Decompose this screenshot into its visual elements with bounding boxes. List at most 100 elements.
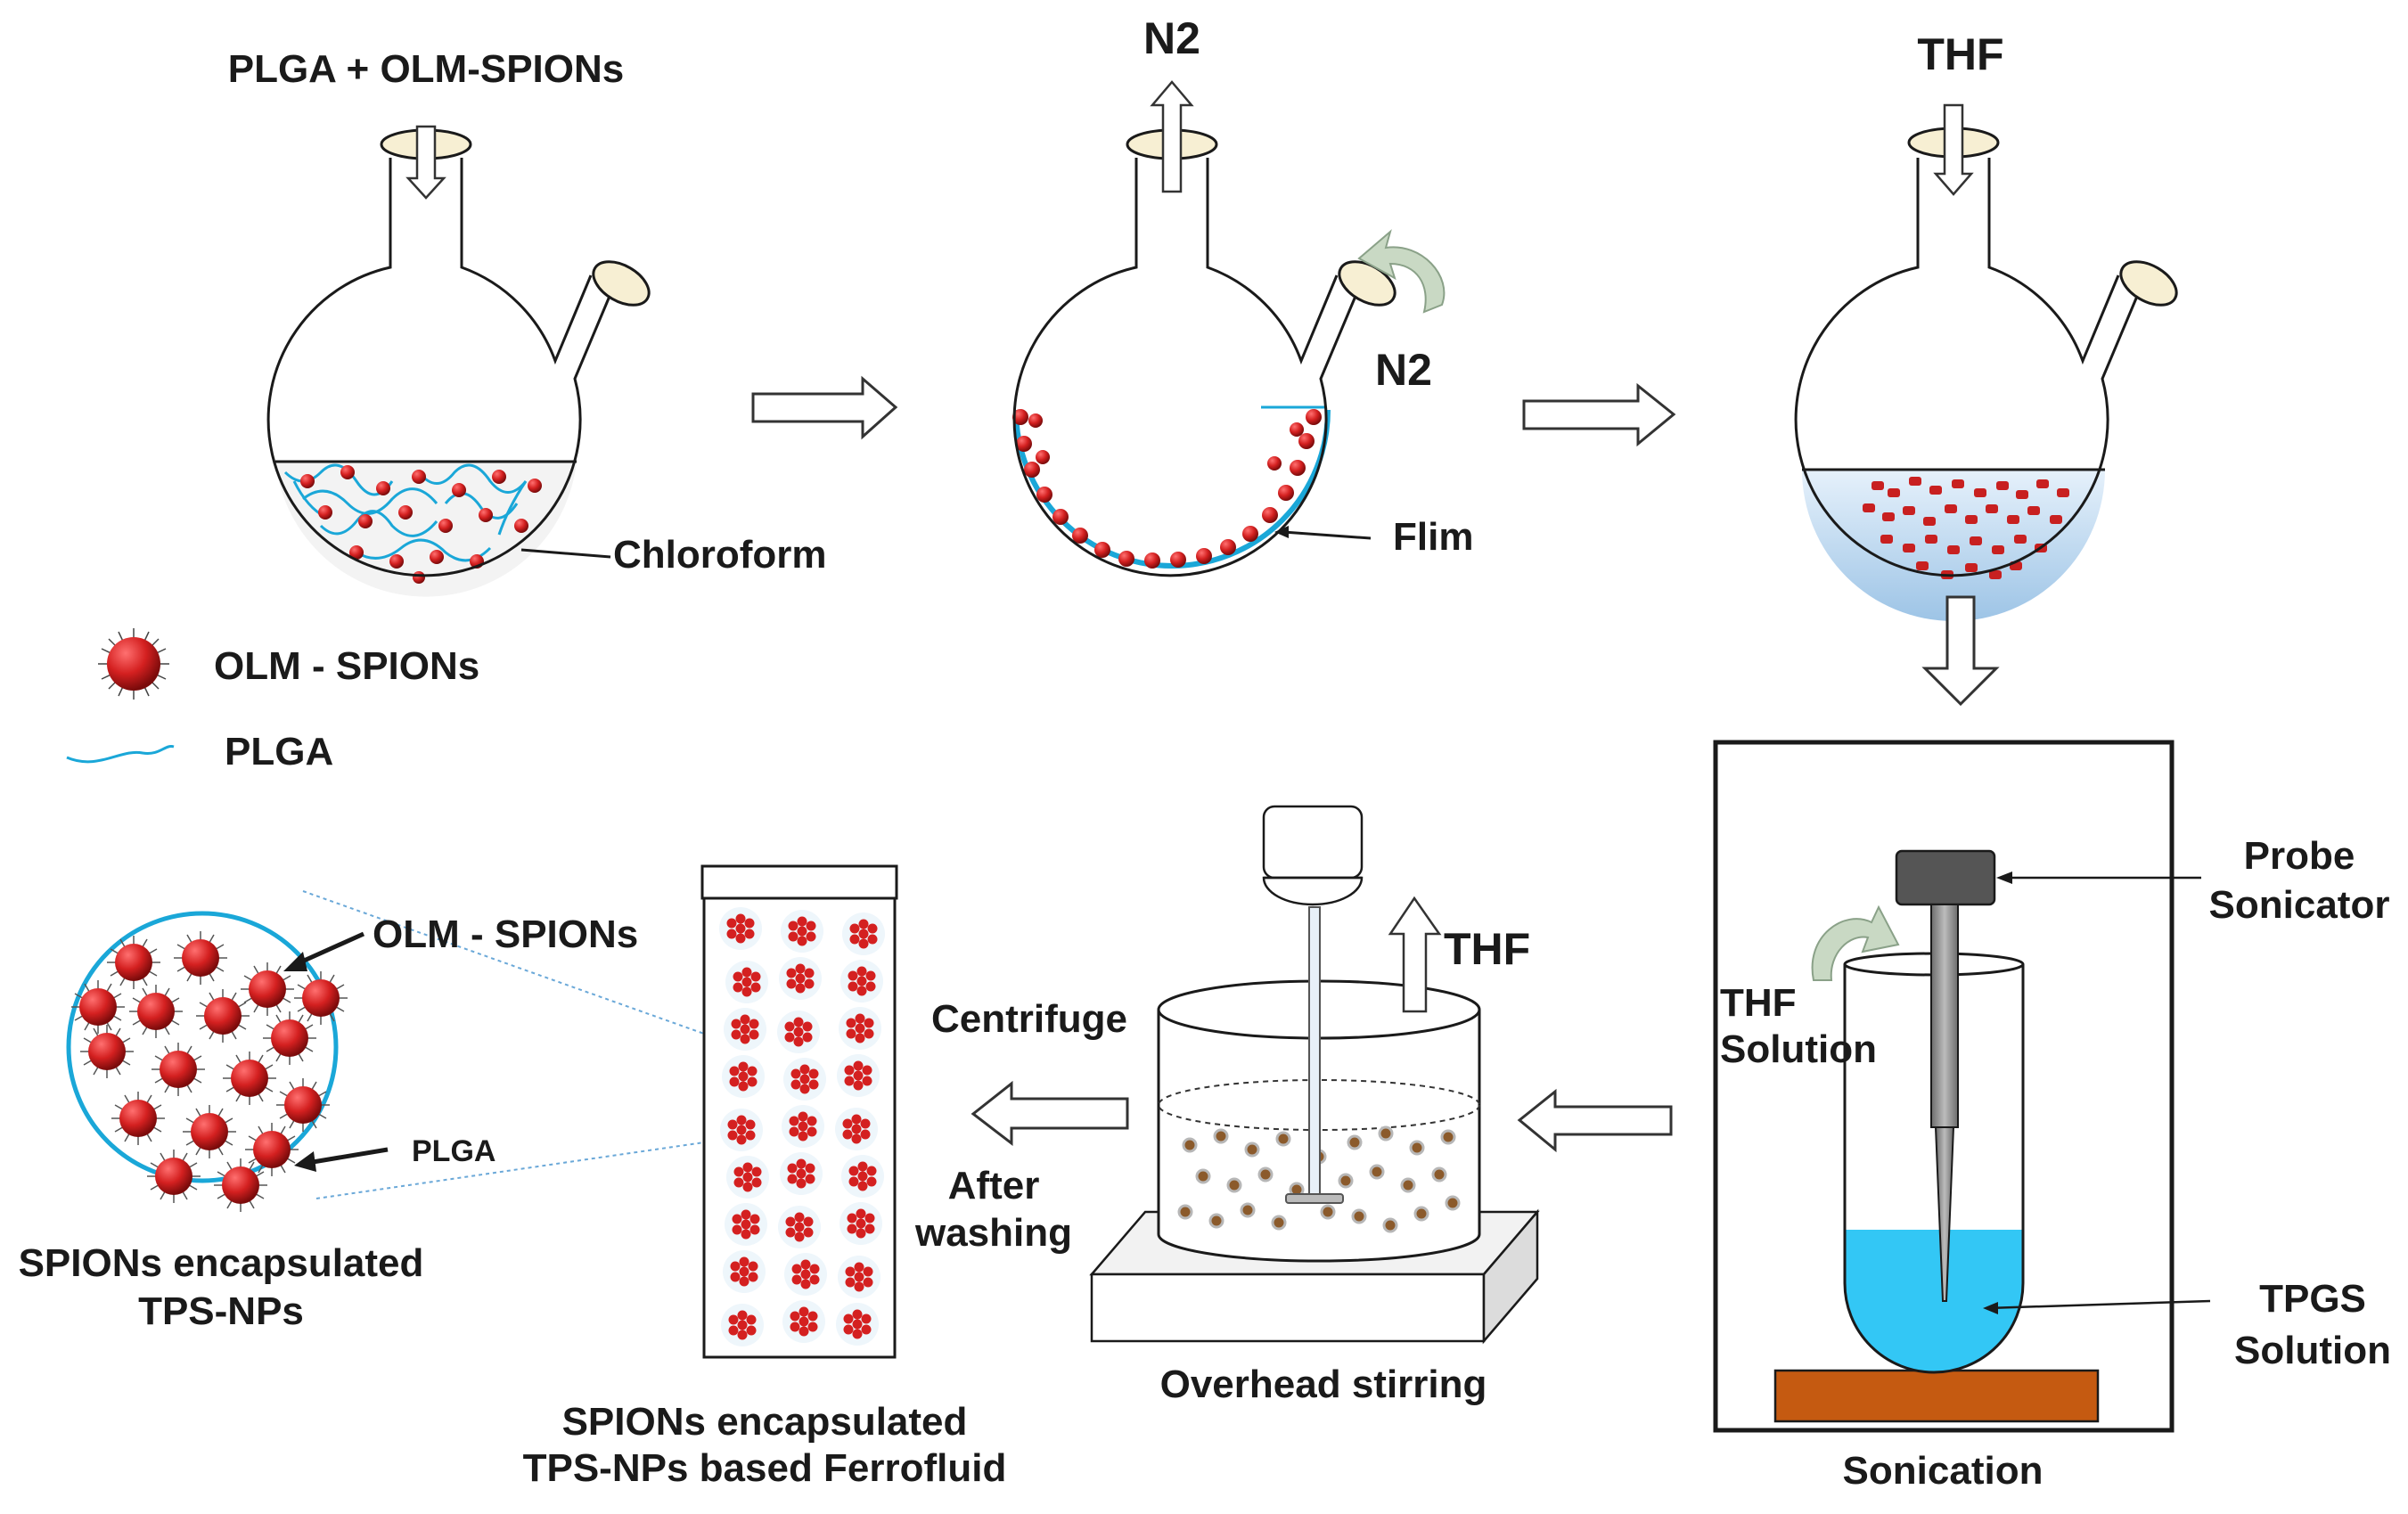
chloroform-pointer	[520, 548, 611, 559]
beaker-aggregates	[1177, 1125, 1461, 1233]
thf-solution-label-line1: THF	[1720, 981, 1797, 1025]
vial-cluster	[725, 1203, 767, 1246]
vial-cluster	[781, 910, 823, 953]
vial-cluster	[719, 907, 762, 950]
probe-head	[1895, 849, 1996, 906]
arrow-step1-to-step2	[751, 375, 898, 440]
stirrer-chuck	[1262, 876, 1364, 906]
vial-cluster	[777, 1011, 820, 1053]
np-plga-pointer	[307, 1147, 389, 1166]
arrow-stirring-to-ferrofluid	[971, 1080, 1129, 1147]
vial-cluster	[721, 1304, 764, 1346]
flask-2-top-gas-label: N2	[1143, 13, 1200, 63]
vial-cluster	[838, 1256, 880, 1298]
sonication-enclosure	[1713, 740, 2175, 1433]
np-caption-line2: TPS-NPs	[138, 1289, 304, 1333]
flask-3-side-opening	[2119, 260, 2178, 307]
np-spion	[241, 962, 294, 1016]
sonication-setup: THF Solution Probe Sonicator TPGS Soluti…	[1713, 740, 2391, 1493]
film-pointer-head	[1274, 526, 1289, 538]
flask-3: THF	[1794, 29, 2178, 621]
ferrofluid-vial: SPIONs encapsulated TPS-NPs based Ferrof…	[523, 864, 1006, 1490]
tpgs-solution-fill	[1845, 1230, 2023, 1372]
sonication-hotplate	[1773, 1369, 2100, 1423]
flask-1-side-opening	[592, 260, 651, 307]
after-washing-label-line2: washing	[914, 1211, 1072, 1255]
np-spion	[196, 989, 250, 1043]
thf-solution-label-line2: Solution	[1720, 1027, 1877, 1071]
np-spion	[147, 1150, 201, 1203]
thf-evaporation-up-arrow	[1388, 896, 1442, 1013]
vial-cluster	[722, 1055, 765, 1098]
np-spion	[129, 985, 183, 1038]
vial-cluster	[782, 1105, 824, 1148]
probe-sonicator-label-line1: Probe	[2244, 834, 2355, 878]
flask-2-film-coat	[1013, 409, 1331, 569]
vial-cap	[700, 864, 898, 900]
centrifuge-label: Centrifuge	[931, 997, 1127, 1041]
sonication-tube	[1843, 964, 2025, 1374]
legend-plga-label: PLGA	[225, 730, 333, 773]
vial-cluster	[726, 1156, 769, 1199]
tpgs-solution-label-line2: Solution	[2234, 1329, 2391, 1372]
tpgs-pointer-head	[1983, 1302, 1998, 1314]
flask-2-up-arrow	[1150, 80, 1194, 193]
vial-cluster	[725, 961, 768, 1003]
stirrer-shaft	[1308, 906, 1321, 1198]
overhead-stirring-setup: THF Overhead stirring	[1089, 805, 1540, 1406]
np-spion-label: OLM - SPIONs	[373, 912, 638, 956]
np-spion	[174, 931, 227, 985]
zoom-line-bottom	[315, 1142, 705, 1199]
ferrofluid-caption-line1: SPIONs encapsulated	[562, 1400, 968, 1444]
flask-1-outline	[266, 158, 612, 577]
vial-cluster	[779, 957, 822, 1000]
flask-3-outline	[1794, 158, 2140, 577]
arrow-step2-to-step3	[1522, 382, 1676, 447]
flask-3-spion-clusters	[1863, 477, 2069, 579]
flask-1-down-arrow	[405, 125, 446, 200]
nanoparticle-zoom: OLM - SPIONs PLGA SPIONs encapsulated TP…	[19, 890, 705, 1333]
flask-3-inlet-label: THF	[1917, 29, 2003, 79]
np-spion	[276, 1078, 330, 1132]
flask-1: PLGA + OLM-SPIONs Chloroform	[228, 47, 827, 597]
tpgs-pointer	[1986, 1299, 2211, 1310]
chloroform-label: Chloroform	[613, 533, 827, 577]
vial-cluster	[837, 1054, 880, 1097]
arrow-sonication-to-stirring	[1517, 1088, 1673, 1153]
vial-cluster	[720, 1109, 763, 1151]
legend: OLM - SPIONs PLGA	[66, 628, 479, 773]
vial-cluster	[724, 1008, 766, 1051]
vial-cluster	[783, 1058, 826, 1101]
flask-2-curved-gas-arrow	[1357, 229, 1446, 314]
flask-1-inlet-label: PLGA + OLM-SPIONs	[228, 47, 625, 91]
vial-cluster	[840, 1202, 882, 1245]
legend-spion-label: OLM - SPIONs	[214, 644, 479, 688]
probe-pointer-head	[1996, 872, 2012, 884]
np-caption-line1: SPIONs encapsulated	[19, 1241, 424, 1285]
flask-2: N2 N2 Flim	[1012, 13, 1473, 577]
np-plga-pointer-head	[294, 1151, 316, 1172]
stir-plate-side	[1482, 1208, 1539, 1345]
np-spion	[107, 936, 160, 989]
vial-cluster	[778, 1206, 821, 1248]
np-spion	[71, 980, 125, 1034]
overhead-stirring-caption: Overhead stirring	[1160, 1363, 1487, 1406]
stirrer-impeller	[1285, 1193, 1344, 1204]
np-spion	[223, 1052, 276, 1105]
np-plga-label: PLGA	[412, 1134, 496, 1168]
flask-2-outline	[1012, 158, 1358, 577]
sonication-caption: Sonication	[1843, 1449, 2044, 1493]
np-spion	[263, 1011, 316, 1065]
film-label: Flim	[1393, 515, 1473, 559]
nanoparticle-spions	[71, 931, 348, 1212]
after-washing-label-line1: After	[948, 1164, 1040, 1207]
vial-cluster	[723, 1250, 766, 1293]
np-spion-pointer-head	[283, 952, 307, 971]
probe-shaft	[1930, 904, 1959, 1128]
beaker-liquid-surface	[1158, 1079, 1480, 1131]
legend-plga-icon	[66, 745, 175, 764]
vial-cluster	[842, 912, 885, 955]
np-spion	[111, 1092, 165, 1145]
vial-cluster	[780, 1152, 823, 1195]
